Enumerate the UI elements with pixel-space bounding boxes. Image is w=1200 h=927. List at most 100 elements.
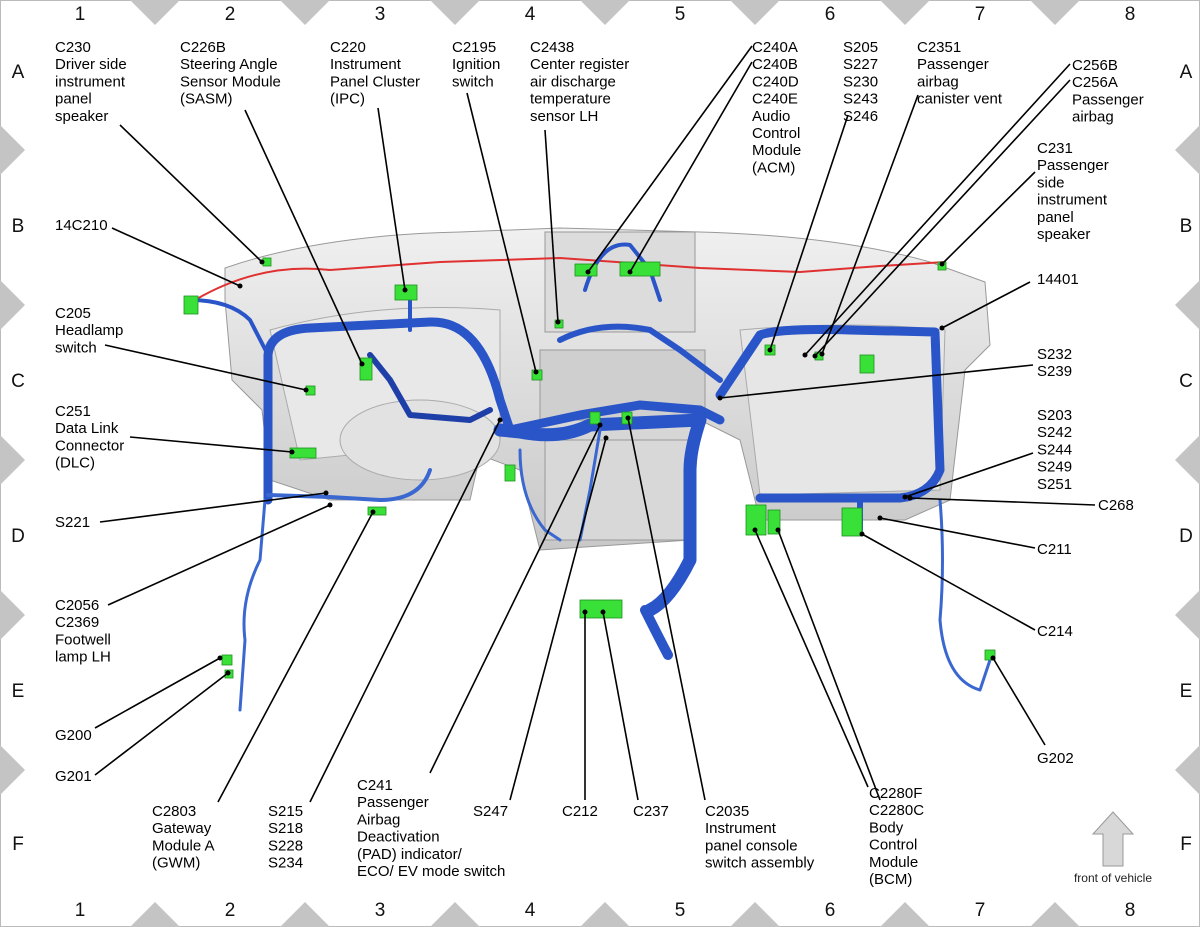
label-line: 14401: [1037, 271, 1079, 288]
label-c268: C268: [1098, 497, 1134, 514]
label-line: C240E: [752, 91, 798, 108]
label-c212: C212: [562, 803, 598, 820]
row-label-left: D: [11, 526, 25, 547]
label-line: S247: [473, 803, 508, 820]
col-label-bottom: 7: [975, 900, 986, 921]
label-line: Passenger: [917, 56, 989, 73]
label-line: (SASM): [180, 91, 233, 108]
label-line: C2369: [55, 614, 99, 631]
label-line: C2035: [705, 803, 749, 820]
label-line: C251: [55, 403, 91, 420]
label-line: switch: [452, 73, 494, 90]
label-line: (PAD) indicator/: [357, 846, 463, 863]
wire-harness: [188, 242, 992, 712]
label-line: Center register: [530, 56, 629, 73]
label-line: Headlamp: [55, 322, 123, 339]
row-label-left: B: [12, 216, 25, 237]
label-line: C237: [633, 803, 669, 820]
label-line: C2195: [452, 39, 496, 56]
label-line: Data Link: [55, 420, 119, 437]
front-of-vehicle-indicator: front of vehicle: [1074, 811, 1152, 885]
label-line: airbag: [1072, 109, 1114, 126]
label-line: air discharge: [530, 73, 616, 90]
col-label-bottom: 1: [75, 900, 86, 921]
label-line: (GWM): [152, 855, 200, 872]
label-line: Airbag: [357, 811, 400, 828]
label-line: Sensor Module: [180, 73, 281, 90]
col-label-bottom: 5: [675, 900, 686, 921]
label-line: C240A: [752, 39, 798, 56]
row-label-left: E: [12, 681, 25, 702]
label-line: Passenger: [357, 794, 429, 811]
row-label-right: D: [1179, 526, 1193, 547]
label-line: S243: [843, 91, 878, 108]
label-line: S203: [1037, 407, 1072, 424]
label-line: C2803: [152, 803, 196, 820]
col-label-top: 6: [825, 4, 836, 25]
label-line: Module: [869, 854, 918, 871]
col-label-bottom: 8: [1125, 900, 1136, 921]
col-label-top: 2: [225, 4, 236, 25]
label-line: S249: [1037, 459, 1072, 476]
col-label-top: 5: [675, 4, 686, 25]
row-label-left: F: [12, 834, 24, 855]
label-line: G201: [55, 768, 92, 785]
col-label-top: 3: [375, 4, 386, 25]
row-label-right: E: [1180, 681, 1193, 702]
label-line: panel console: [705, 837, 798, 854]
label-line: C256A: [1072, 74, 1118, 91]
label-line: G200: [55, 727, 92, 744]
label-line: S221: [55, 514, 90, 531]
label-line: C220: [330, 39, 366, 56]
label-line: C2280F: [869, 785, 922, 802]
leader-lines: [94, 45, 1096, 803]
col-label-bottom: 6: [825, 900, 836, 921]
label-line: (IPC): [330, 91, 365, 108]
label-c214: C214: [1037, 623, 1073, 640]
label-line: C226B: [180, 39, 226, 56]
row-label-left: C: [11, 371, 25, 392]
label-g201: G201: [55, 768, 92, 785]
label-line: S230: [843, 73, 878, 90]
label-line: ECO/ EV mode switch: [357, 863, 505, 880]
grid-row-labels: A B C D E F A B C D E F: [11, 62, 1193, 855]
label-line: C240D: [752, 73, 799, 90]
label-line: (ACM): [752, 159, 795, 176]
row-label-right: F: [1180, 834, 1192, 855]
row-label-left: A: [12, 62, 25, 83]
label-line: C231: [1037, 140, 1073, 157]
label-line: canister vent: [917, 91, 1003, 108]
label-line: Passenger: [1037, 157, 1109, 174]
up-arrow-icon: [1091, 811, 1135, 867]
label-line: C230: [55, 39, 91, 56]
label-line: sensor LH: [530, 108, 598, 125]
label-line: airbag: [917, 73, 959, 90]
label-s221: S221: [55, 514, 90, 531]
col-label-bottom: 3: [375, 900, 386, 921]
label-line: C205: [55, 305, 91, 322]
label-line: S242: [1037, 424, 1072, 441]
col-label-bottom: 4: [525, 900, 536, 921]
label-line: panel: [55, 91, 92, 108]
label-line: lamp LH: [55, 649, 111, 666]
label-line: S215: [268, 803, 303, 820]
label-c237: C237: [633, 803, 669, 820]
label-line: Instrument: [330, 56, 402, 73]
label-line: S234: [268, 855, 303, 872]
label-line: (BCM): [869, 871, 912, 888]
col-label-top: 1: [75, 4, 86, 25]
label-line: C240B: [752, 56, 798, 73]
label-line: S246: [843, 108, 878, 125]
label-line: S227: [843, 56, 878, 73]
